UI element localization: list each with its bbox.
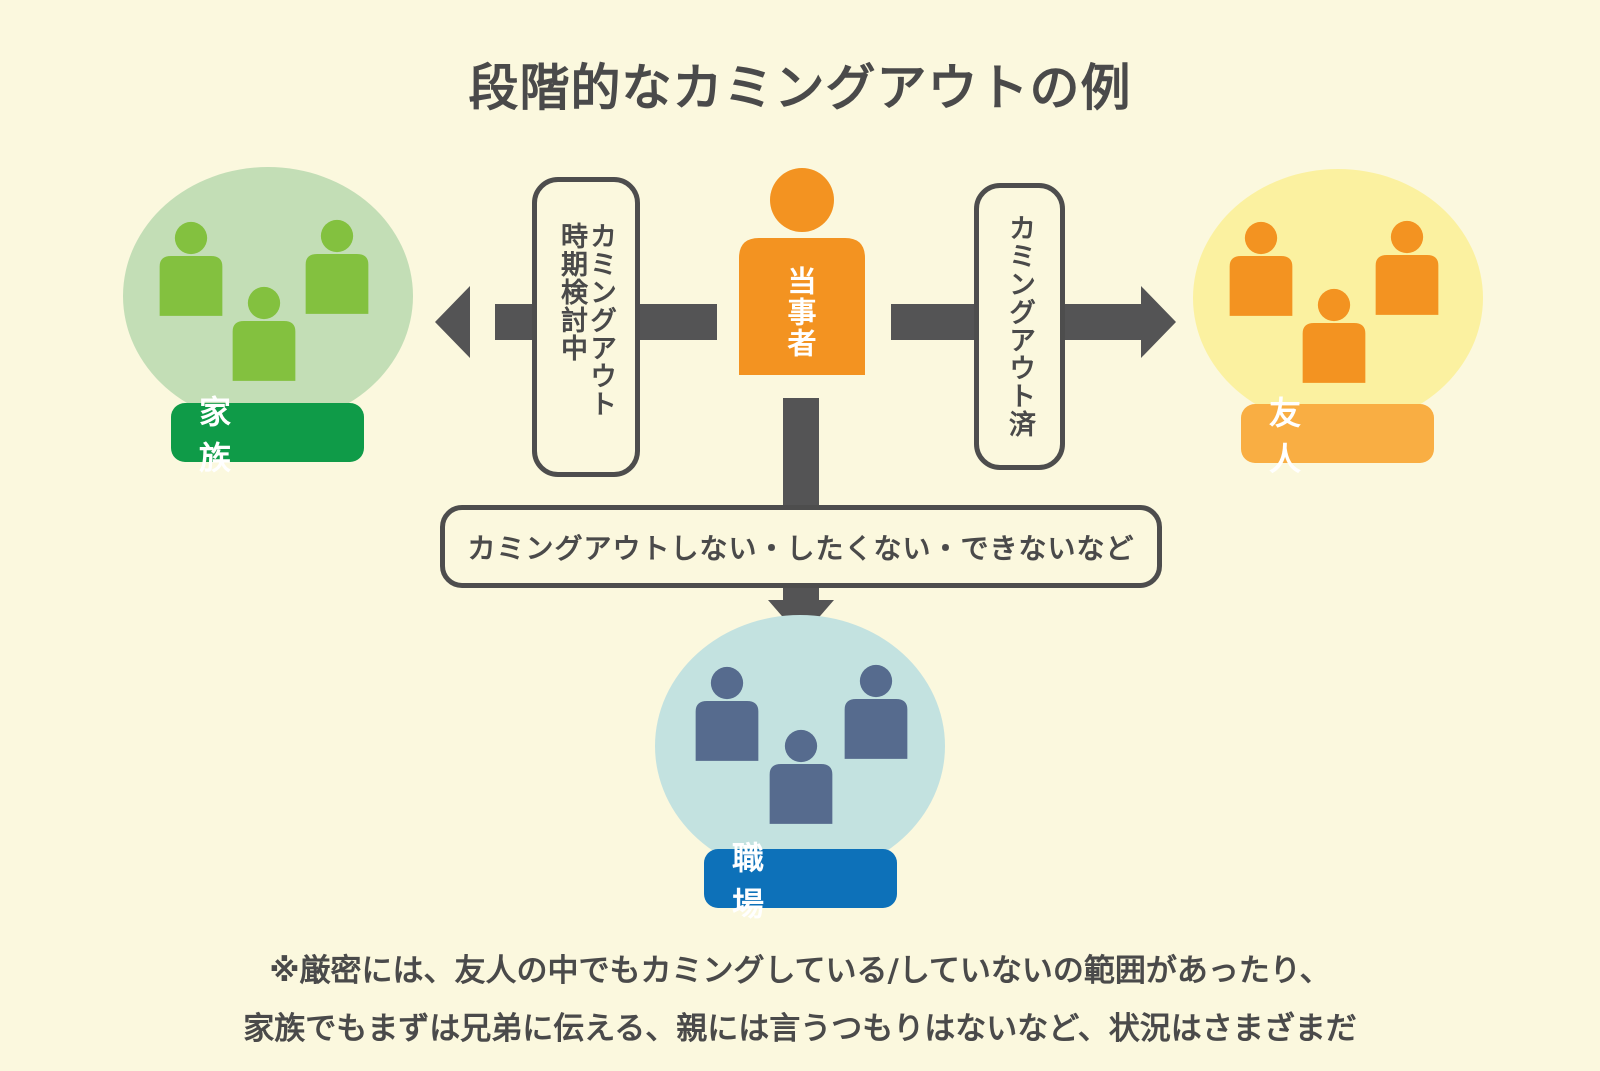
work-tag-label: 職 場 (732, 838, 853, 923)
left-status-line2: 時期検討中 (556, 222, 587, 362)
right-status-line1: カミングアウト済 (1004, 214, 1035, 438)
work-group (655, 615, 945, 877)
work-tag: 職 場 (704, 839, 897, 923)
bottom-status-box: カミングアウトしない・したくない・できないなど (440, 505, 1162, 588)
friends-tag-label: 友 人 (1269, 393, 1390, 478)
family-tag: 家 族 (171, 393, 364, 477)
right-status-box: カミングアウト済 (974, 183, 1065, 470)
page-title: 段階的なカミングアウトの例 (468, 59, 1132, 117)
note-line-1: ※厳密には、友人の中でもカミングしている/していないの範囲があったり、 (269, 953, 1331, 989)
center-person-icon (739, 168, 865, 375)
bottom-status-text: カミングアウトしない・したくない・できないなど (467, 531, 1135, 565)
family-tag-label: 家 族 (199, 392, 320, 477)
center-person-label: 当事者 (783, 266, 817, 359)
friends-group (1193, 169, 1483, 427)
left-status-box: カミングアウト 時期検討中 (532, 177, 640, 477)
friends-tag: 友 人 (1241, 394, 1434, 478)
left-status-line1: カミングアウト (585, 222, 616, 418)
note-line-2: 家族でもまずは兄弟に伝える、親には言うつもりはないなど、状況はさまざまだ (243, 1011, 1357, 1047)
family-group (123, 167, 413, 425)
